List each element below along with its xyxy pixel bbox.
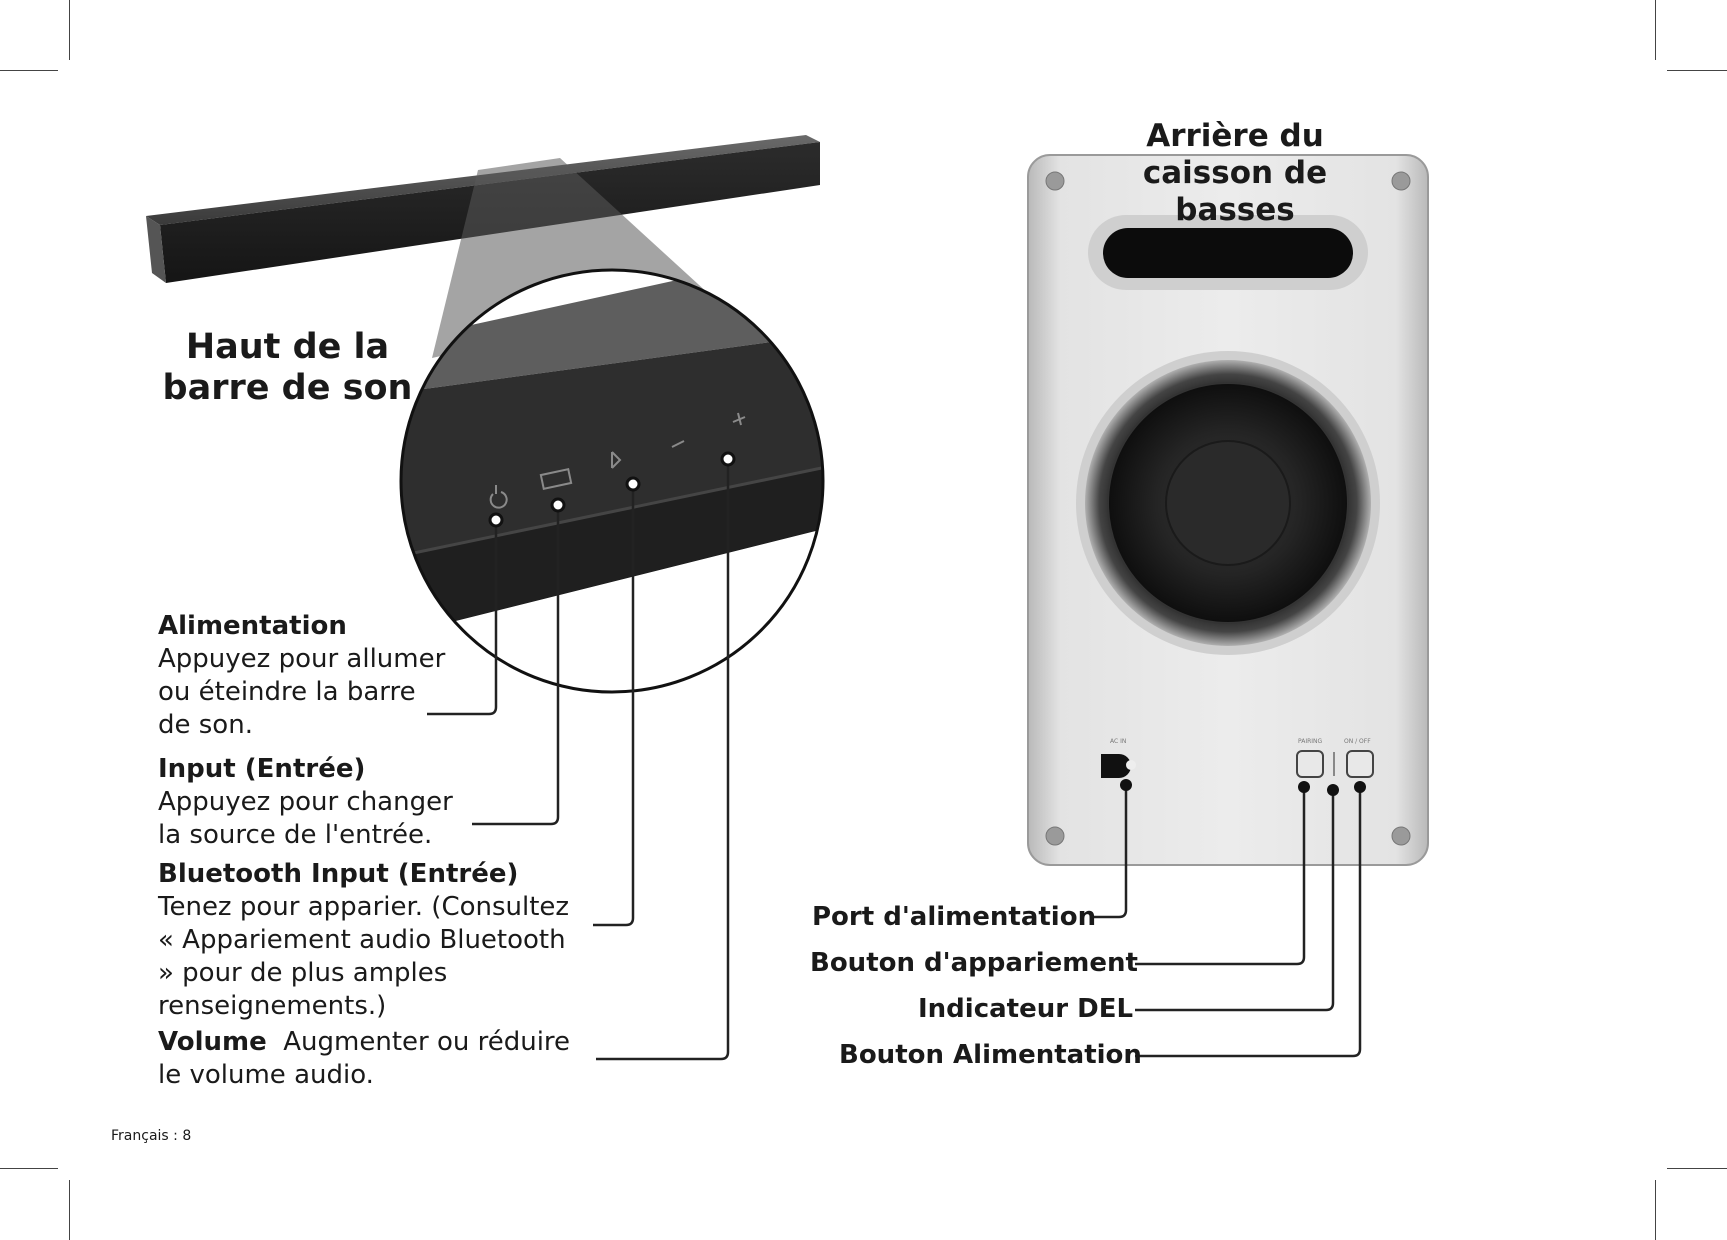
input-description: Input (Entrée) Appuyez pour changer la s… (158, 753, 478, 852)
power-icon (489, 491, 508, 509)
callout-lines (427, 459, 1362, 1061)
subwoofer-image (1027, 154, 1429, 866)
pairing-button-label: Bouton d'appariement (810, 948, 1138, 978)
page-number: Français : 8 (111, 1128, 192, 1144)
power-button-label: Bouton Alimentation (839, 1040, 1142, 1070)
soundbar-buttons (489, 412, 746, 509)
crop-mark (1655, 0, 1656, 60)
bluetooth-description: Bluetooth Input (Entrée) Tenez pour appa… (158, 858, 588, 1023)
soundbar-top-closeup (401, 270, 823, 692)
input-icon (539, 468, 573, 490)
power-name: Alimentation (158, 611, 347, 641)
volume-name: Volume (158, 1027, 267, 1057)
crop-mark (69, 0, 70, 60)
power-text: Appuyez pour allumer ou éteindre la barr… (158, 644, 446, 740)
crop-mark (1655, 1180, 1656, 1240)
bluetooth-icon (611, 451, 622, 469)
on-off-label: ON / OFF (1344, 738, 1371, 745)
power-port-label: Port d'alimentation (812, 902, 1097, 932)
crop-mark (1667, 70, 1727, 71)
bluetooth-name: Bluetooth Input (Entrée) (158, 859, 519, 889)
callout-dots (1120, 779, 1366, 796)
ac-in-label: AC IN (1110, 738, 1126, 745)
crop-mark (1667, 1168, 1727, 1169)
bluetooth-text: Tenez pour apparier. (Consultez « Appari… (158, 892, 570, 1021)
crop-mark (0, 70, 58, 71)
power-description: Alimentation Appuyez pour allumer ou éte… (158, 610, 448, 742)
subwoofer-rear-title: Arrière du caisson de basses (1142, 118, 1328, 228)
volume-text: Augmenter ou réduire le volume audio. (158, 1027, 579, 1090)
volume-down-icon (671, 440, 685, 448)
input-text: Appuyez pour changer la source de l'entr… (158, 787, 453, 850)
pairing-label: PAIRING (1298, 738, 1323, 745)
callout-dots (488, 451, 736, 528)
led-indicator-label: Indicateur DEL (918, 994, 1134, 1024)
crop-mark (69, 1180, 70, 1240)
volume-up-icon (732, 412, 746, 426)
input-name: Input (Entrée) (158, 754, 366, 784)
soundbar-top-title: Haut de la barre de son (162, 327, 413, 408)
crop-mark (0, 1168, 58, 1169)
volume-description: Volume Augmenter ou réduire le volume au… (158, 1026, 598, 1092)
